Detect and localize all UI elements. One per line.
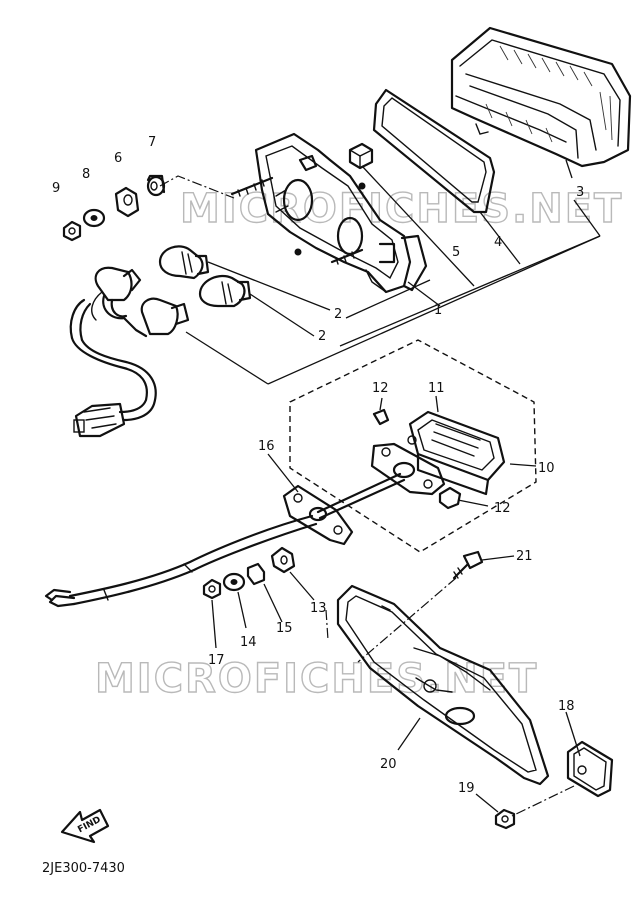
callout-3: 3 [576,185,584,200]
callout-2b: 2 [318,329,326,344]
callout-21: 21 [516,549,533,564]
callout-15: 15 [276,621,293,636]
license-light-wire [44,472,406,608]
assembly-line-21 [357,577,457,663]
part-13-collar [270,546,296,574]
leader-13 [289,571,315,601]
part-12-bulb-lower [438,486,462,510]
callout-11: 11 [428,381,445,396]
leader-17 [211,599,217,649]
part-9-nut [62,220,82,242]
part-6-damper [114,186,140,218]
leader-16 [267,453,299,493]
bulb-socket-harness [69,266,190,438]
watermark-top: MICROFICHES.NET [180,186,623,232]
callout-13: 13 [310,601,327,616]
part-15-spacer [246,562,266,586]
part-20-license-bracket [336,584,550,786]
part-2-bulb-a [158,245,210,280]
callout-16: 16 [258,439,275,454]
leader-bulb-b [249,293,315,337]
leader-18 [565,711,581,757]
assembly-line-top [159,175,235,199]
leader-11 [435,395,439,413]
part-1-tail-light-base [230,132,428,294]
callout-5: 5 [452,245,460,260]
part-17-nut [202,578,222,600]
callout-10: 10 [538,461,555,476]
leader-14 [237,591,247,629]
callout-7: 7 [148,135,156,150]
license-light-assembly-outline [289,339,537,553]
callout-8: 8 [82,167,90,182]
callout-brackets-top [267,159,601,385]
leader-12-lower [457,499,489,507]
part-18-reflector [566,740,614,798]
part-21-screw [452,550,484,580]
leader-19 [475,793,499,813]
part-19-nut [494,808,516,830]
callout-9: 9 [52,181,60,196]
leader-bulb-a [207,261,331,311]
leader-21 [481,555,515,561]
callout-17: 17 [208,653,225,668]
callout-12a: 12 [372,381,389,396]
assembly-line-18 [511,785,575,817]
license-light-base-plate [370,442,446,496]
leader-12-upper [379,397,383,411]
part-12-bulb-upper [372,408,390,426]
part-5-grommet [348,142,374,170]
callout-6: 6 [114,151,122,166]
find-arrow-icon: FIND [60,808,110,844]
assembly-line-13 [325,609,329,641]
part-8-washer [82,208,106,228]
leader-10 [509,463,537,467]
callout-12b: 12 [494,501,511,516]
part-3-tail-light-lens [450,26,632,168]
callout-4: 4 [494,235,502,250]
part-4-gasket [372,88,496,214]
callout-14: 14 [240,635,257,650]
part-11-license-light-housing [407,410,506,496]
part-2-bulb-b [198,274,252,308]
callout-2a: 2 [334,307,342,322]
diagram-code: 2JE300-7430 [42,861,125,876]
leader-15 [263,583,283,623]
callout-19: 19 [458,781,475,796]
leader-socket [185,331,269,385]
callout-20: 20 [380,757,397,772]
watermark-bottom: MICROFICHES.NET [95,656,538,702]
part-16-bracket-plate [282,484,354,546]
part-14-washer [222,572,246,592]
leader-20 [397,717,421,751]
callout-1: 1 [434,303,442,318]
callout-18: 18 [558,699,575,714]
